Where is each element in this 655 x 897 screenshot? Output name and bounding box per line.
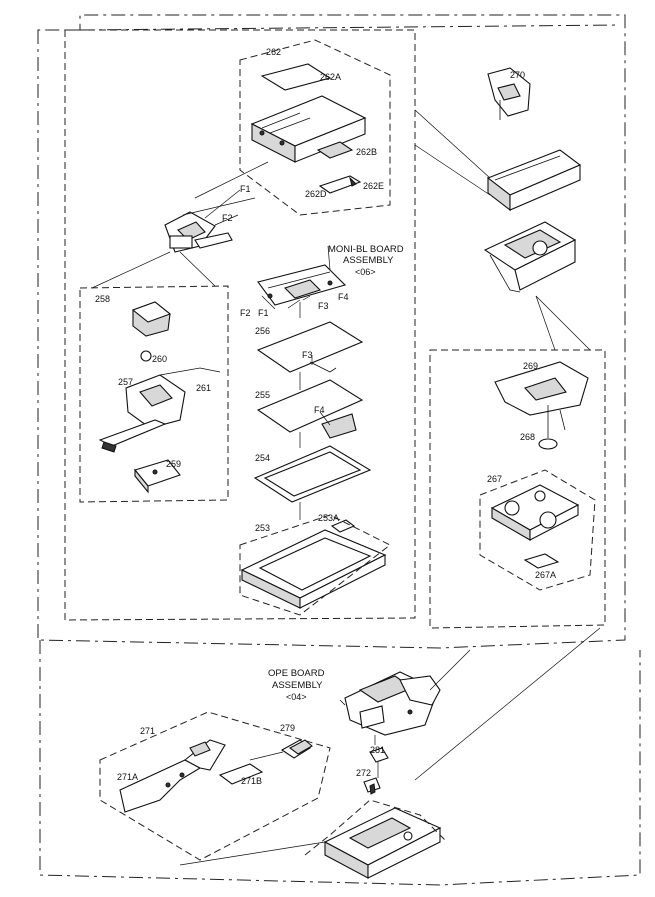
- label-269: 269: [523, 361, 538, 371]
- label-f4-top: F4: [338, 292, 349, 302]
- label-f3-top: F3: [318, 301, 329, 311]
- label-261: 261: [196, 383, 211, 393]
- group-262: [239, 39, 391, 216]
- label-271A: 271A: [117, 772, 138, 782]
- label-258: 258: [95, 294, 110, 304]
- label-255: 255: [255, 390, 270, 400]
- label-271: 271: [140, 726, 155, 736]
- hinge-assembly: [164, 189, 256, 253]
- label-271B: 271B: [241, 776, 262, 786]
- label-260: 260: [152, 354, 167, 364]
- label-f3-mid: F3: [302, 350, 313, 360]
- detail-box-mechanism: [429, 349, 606, 629]
- label-ope-board-line3: <04>: [286, 692, 307, 702]
- label-256: 256: [255, 326, 270, 336]
- label-f4-mid: F4: [314, 405, 325, 415]
- label-f2-mid: F2: [240, 308, 251, 318]
- label-253: 253: [255, 523, 270, 533]
- outer-frames: [37, 14, 641, 886]
- label-253A: 253A: [318, 513, 339, 523]
- label-268: 268: [520, 432, 535, 442]
- center-stack: [239, 264, 391, 616]
- label-267A: 267A: [535, 570, 556, 580]
- group-271: [99, 711, 331, 861]
- label-272: 272: [356, 768, 371, 778]
- label-262A: 262A: [320, 72, 341, 82]
- label-281: 281: [370, 745, 385, 755]
- label-f2-top: F2: [222, 213, 233, 223]
- label-262B: 262B: [356, 147, 377, 157]
- ope-board-assembly: [339, 671, 441, 736]
- label-moni-bl-board-line1: MONI-BL BOARD: [328, 244, 404, 255]
- detail-box-hinge-parts: [79, 251, 229, 503]
- label-moni-bl-board-line2: ASSEMBLY: [343, 255, 394, 266]
- label-270: 270: [510, 70, 525, 80]
- label-262E: 262E: [363, 181, 384, 191]
- label-259: 259: [166, 459, 181, 469]
- leader-lines: [179, 161, 601, 866]
- right-upper-parts: [414, 67, 591, 351]
- left-group-frame: [64, 29, 416, 621]
- label-267: 267: [487, 474, 502, 484]
- label-f1-top: F1: [240, 184, 251, 194]
- label-f1-mid: F1: [258, 308, 269, 318]
- label-ope-board-line1: OPE BOARD: [268, 668, 325, 679]
- label-279: 279: [280, 723, 295, 733]
- label-262: 262: [266, 47, 281, 57]
- label-262D: 262D: [305, 189, 327, 199]
- part-labels: 262 262A 262B 262E 262D 270 F1 F2 MONI-B…: [95, 47, 556, 786]
- label-254: 254: [255, 453, 270, 463]
- label-moni-bl-board-line3: <06>: [355, 267, 376, 277]
- label-257: 257: [118, 377, 133, 387]
- bottom-base-unit: [304, 735, 446, 879]
- label-ope-board-line2: ASSEMBLY: [272, 680, 323, 691]
